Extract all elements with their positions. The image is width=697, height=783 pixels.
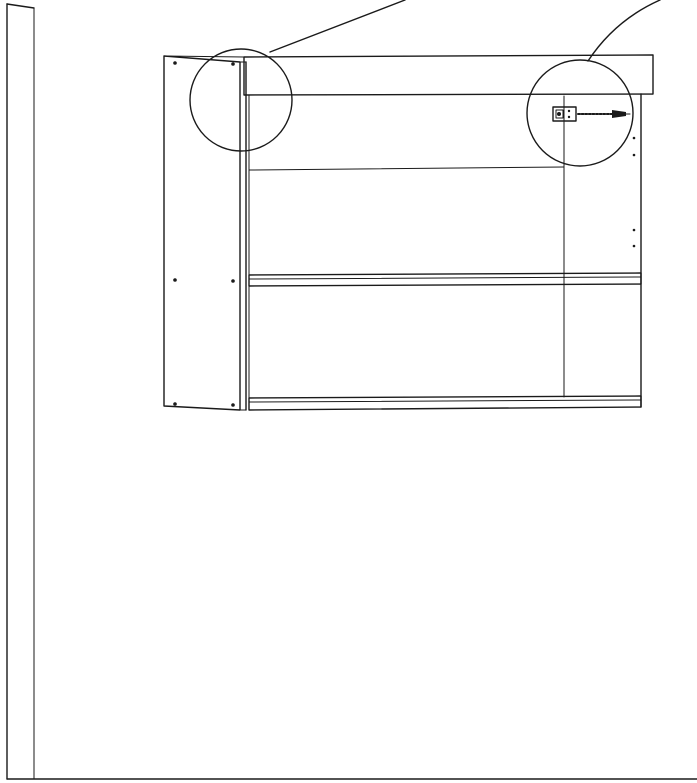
right-screw-hole bbox=[632, 244, 636, 248]
bracket-screw bbox=[567, 115, 571, 119]
wall-screw-icon bbox=[612, 110, 626, 118]
bracket-screw bbox=[567, 109, 571, 113]
middle-shelf bbox=[248, 272, 642, 287]
leader-line-top-right bbox=[587, 0, 661, 62]
detail-circle-top-left bbox=[189, 48, 293, 152]
side-screw-hole bbox=[231, 279, 235, 283]
side-screw-hole bbox=[173, 278, 177, 282]
middle-shelf-edge bbox=[248, 276, 642, 280]
side-screw-hole bbox=[231, 403, 235, 407]
callout-top-left bbox=[189, 0, 406, 152]
cabinet-top-panel bbox=[243, 54, 654, 96]
callout-top-right bbox=[526, 0, 661, 167]
wall-panel bbox=[6, 3, 697, 780]
side-screw-hole bbox=[231, 62, 235, 66]
detail-circle-top-right bbox=[526, 59, 634, 167]
bracket-plate bbox=[555, 109, 564, 119]
back-rail-line bbox=[248, 166, 565, 171]
bottom-shelf bbox=[248, 395, 642, 411]
top-panel-left-edge bbox=[163, 55, 245, 58]
bracket-screw bbox=[557, 112, 561, 116]
wall-bracket-hardware bbox=[552, 106, 631, 122]
cabinet-left-side-panel bbox=[163, 55, 241, 411]
leader-line-top-left bbox=[269, 0, 406, 53]
right-screw-hole bbox=[632, 228, 636, 232]
side-screw-hole bbox=[173, 61, 177, 65]
mounting-bracket bbox=[552, 106, 577, 122]
right-screw-hole bbox=[632, 136, 636, 140]
bottom-shelf-edge bbox=[248, 399, 642, 403]
wall-top-corner bbox=[6, 3, 35, 9]
cabinet bbox=[163, 54, 654, 411]
side-screw-hole bbox=[173, 402, 177, 406]
right-screw-hole bbox=[632, 153, 636, 157]
